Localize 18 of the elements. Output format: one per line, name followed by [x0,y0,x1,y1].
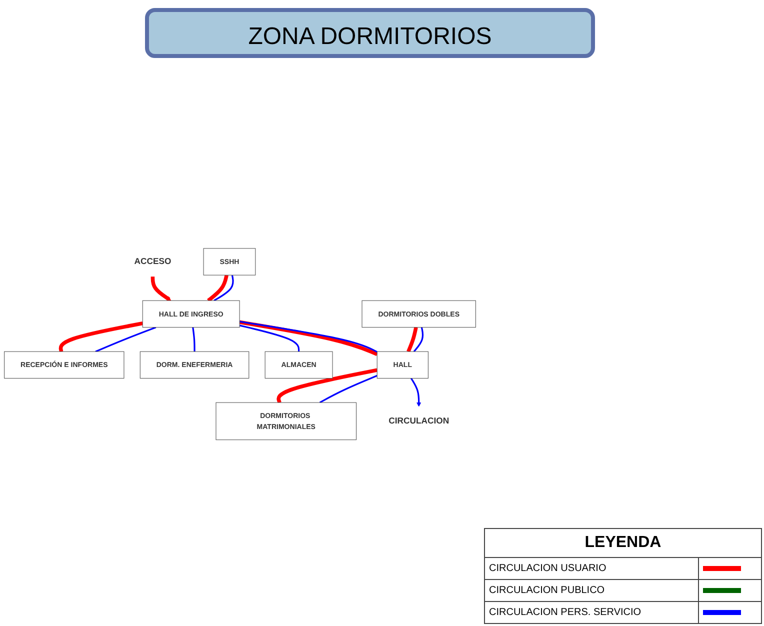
connector [58,321,143,352]
legend-heading: LEYENDA [484,528,762,558]
connector [319,374,378,404]
title-banner: ZONA DORMITORIOS [145,8,595,58]
node-text: CIRCULACION [388,416,450,426]
connector [276,368,378,404]
legend-label: CIRCULACION PERS. SERVICIO [484,602,699,624]
legend-label: CIRCULACION PUBLICO [484,580,699,602]
connector [239,324,300,352]
connector [95,326,156,352]
connector [192,327,196,352]
connector [406,326,418,352]
legend-label: CIRCULACION USUARIO [484,558,699,580]
connector [214,274,234,302]
node-text: ACCESO [134,256,172,266]
arrow [410,378,422,407]
connector [413,327,424,352]
connector [207,274,228,302]
